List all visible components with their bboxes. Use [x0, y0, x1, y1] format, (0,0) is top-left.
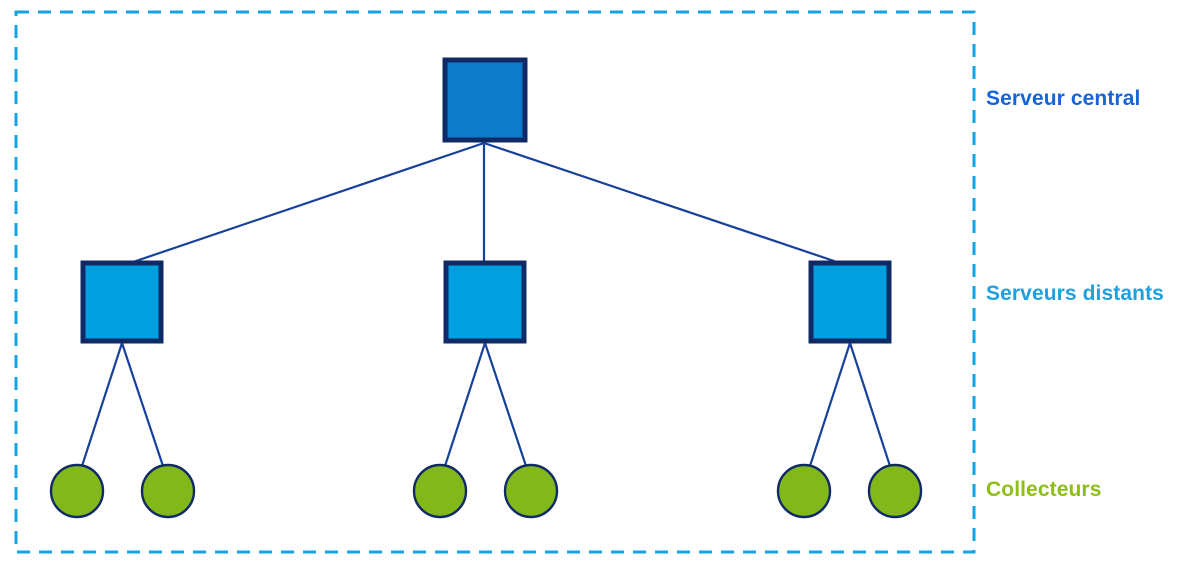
node-remote-server-2[interactable]	[443, 260, 527, 344]
link-remote3-collector5	[808, 342, 852, 467]
tier-label-remote-servers: Serveurs distants	[986, 282, 1164, 305]
link-remote3-collector6	[848, 342, 892, 467]
tier-label-collectors: Collecteurs	[986, 478, 1102, 501]
link-central-remote-1	[132, 141, 485, 264]
node-collector-4[interactable]	[503, 463, 559, 519]
node-group-remote-servers	[80, 260, 892, 344]
link-remote1-collector2	[120, 342, 165, 467]
tier-label-central-server: Serveur central	[986, 87, 1141, 110]
node-collector-1[interactable]	[49, 463, 105, 519]
node-remote-server-3[interactable]	[808, 260, 892, 344]
node-remote-server-1[interactable]	[80, 260, 164, 344]
link-group-central-to-remote	[132, 141, 838, 264]
node-collector-3[interactable]	[412, 463, 468, 519]
link-remote2-collector3	[443, 342, 487, 467]
link-remote2-collector4	[483, 342, 528, 467]
link-remote1-collector1	[80, 342, 124, 467]
node-group-central-server	[442, 57, 528, 143]
node-collector-5[interactable]	[776, 463, 832, 519]
link-central-remote-3	[483, 141, 838, 264]
node-group-collectors	[49, 463, 923, 519]
node-collector-2[interactable]	[140, 463, 196, 519]
node-central-server[interactable]	[442, 57, 528, 143]
link-group-remote-to-collectors	[80, 342, 892, 467]
node-collector-6[interactable]	[867, 463, 923, 519]
